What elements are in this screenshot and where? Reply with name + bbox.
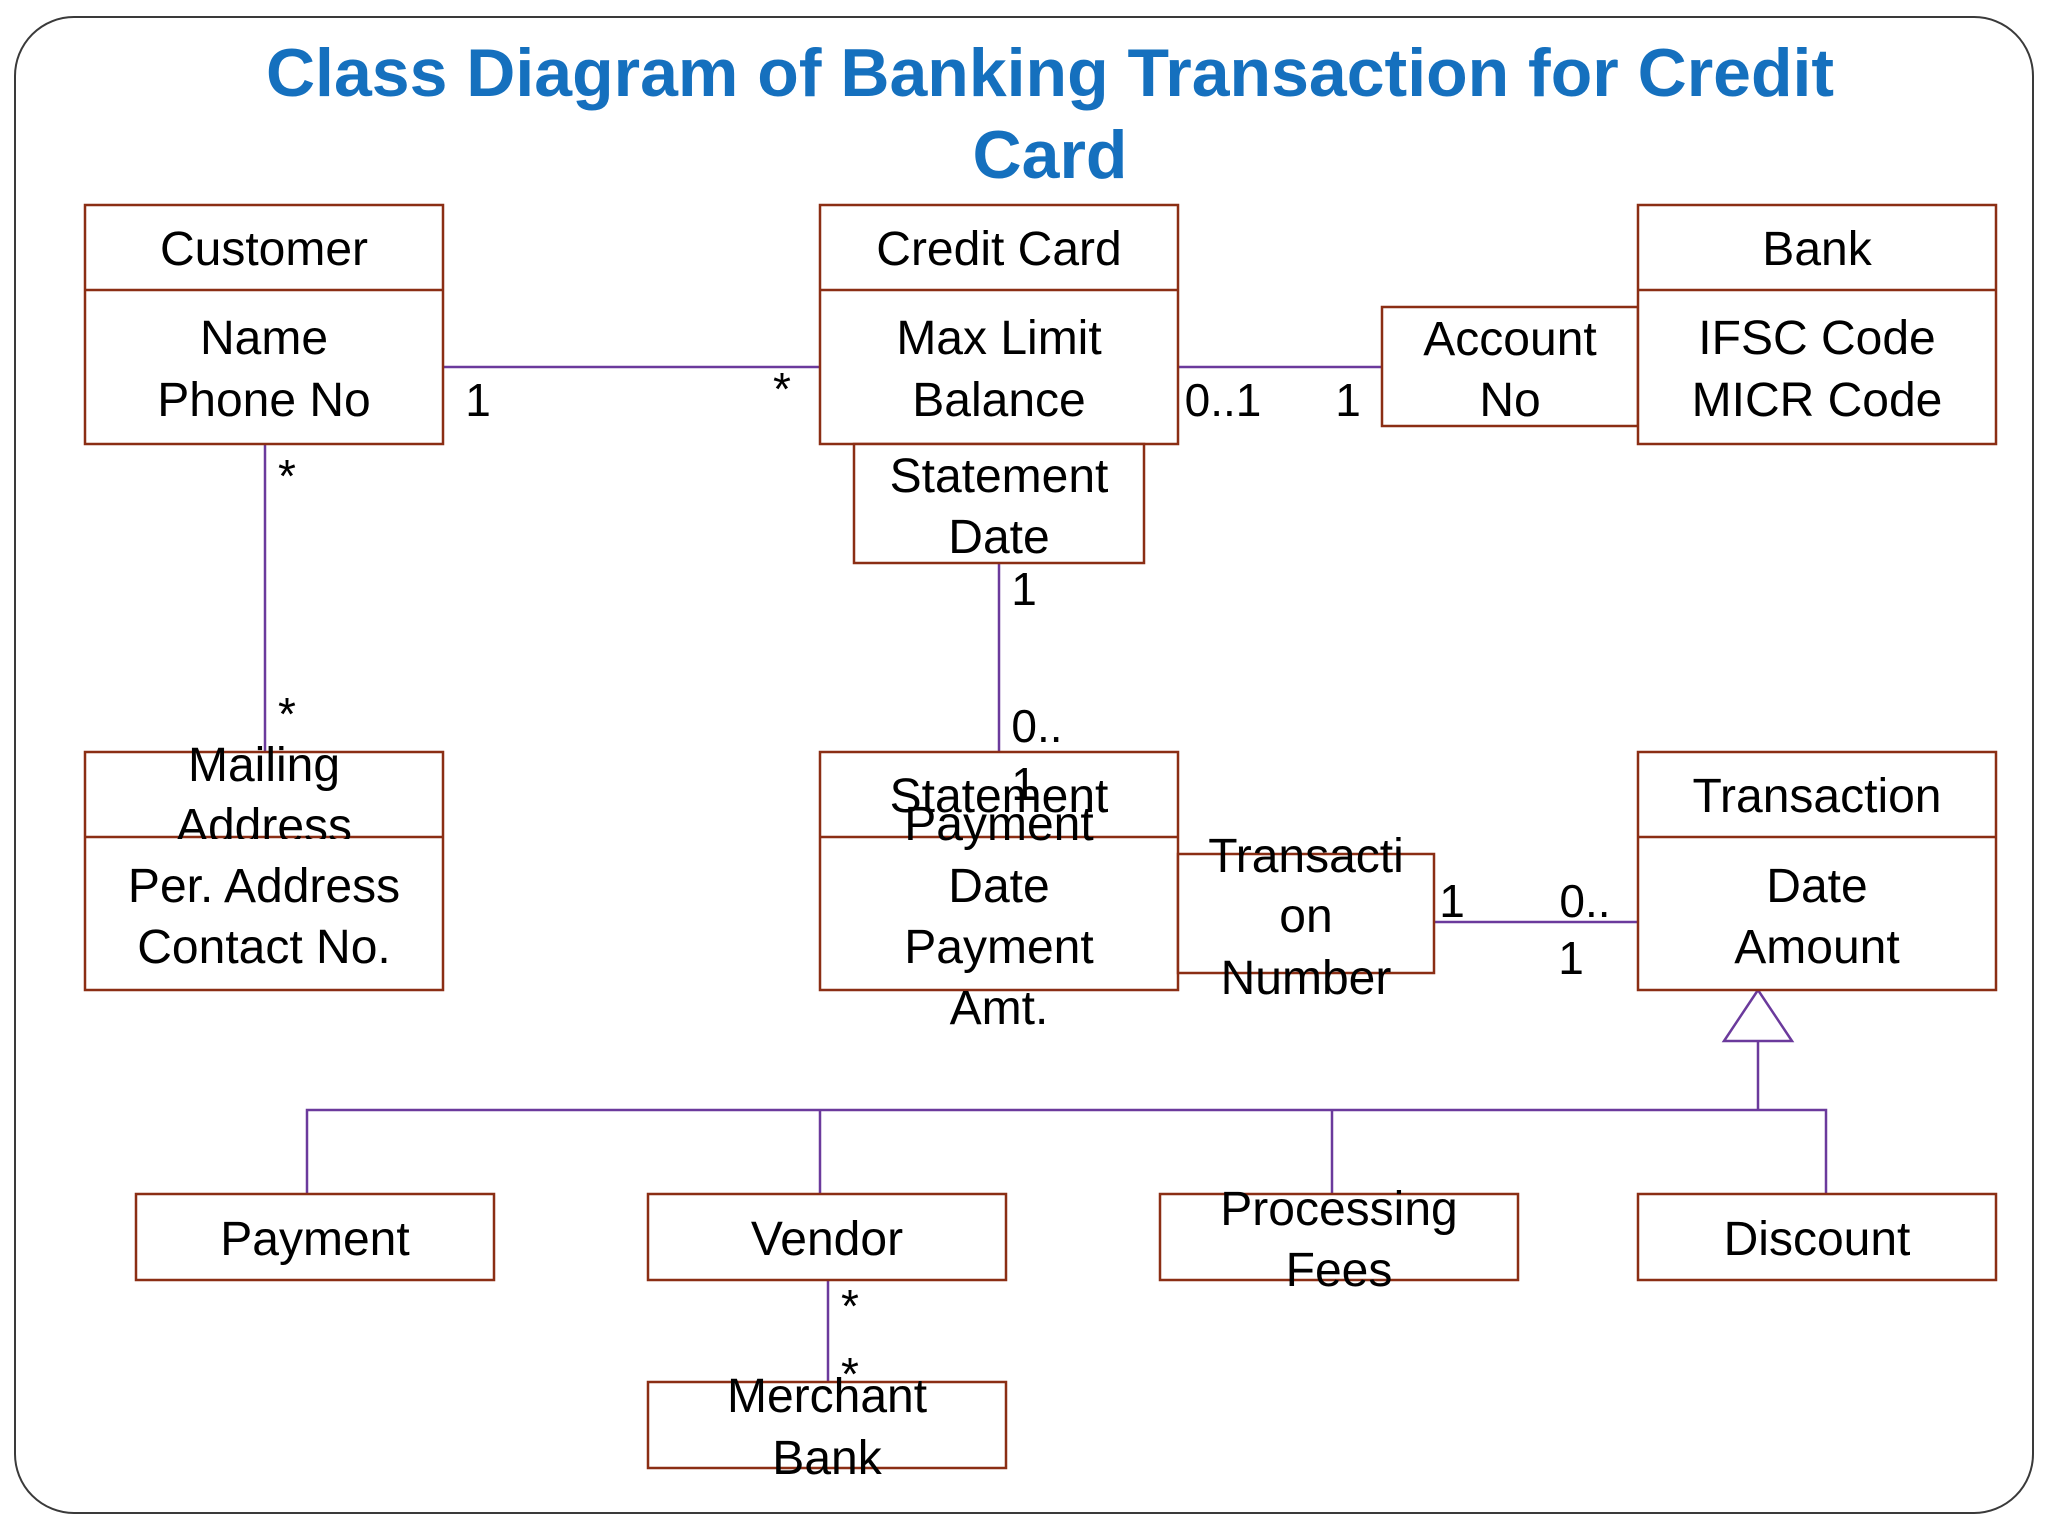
class-mailing-address[interactable]: Mailing Address Per. Address Contact No.	[83, 739, 445, 992]
class-name: Merchant	[727, 1370, 927, 1423]
class-name: Transaction	[1693, 770, 1942, 823]
multiplicity-label: 0..1	[1185, 374, 1262, 426]
qualifier-line: Statement	[890, 450, 1109, 503]
multiplicity-label: *	[773, 363, 791, 415]
class-merchant-bank[interactable]: Merchant Bank	[646, 1370, 1008, 1485]
qualifier-line: on	[1279, 890, 1332, 943]
class-name: Processing	[1220, 1183, 1457, 1236]
qualifier-line: No	[1479, 374, 1540, 427]
multiplicity-label: *	[841, 1348, 859, 1400]
attribute: Balance	[912, 374, 1085, 427]
class-name: Credit Card	[876, 223, 1121, 276]
qualifier-line: Account	[1423, 313, 1596, 366]
class-name: Customer	[160, 223, 368, 276]
multiplicity-label: 1	[1011, 758, 1037, 810]
class-payment[interactable]: Payment	[134, 1192, 496, 1282]
page-title: Class Diagram of Banking Transaction for…	[150, 32, 1950, 196]
attribute: IFSC Code	[1698, 312, 1935, 365]
multiplicity-label: 1	[1439, 875, 1465, 927]
qualifier-account-no[interactable]: Account No	[1380, 305, 1640, 428]
generalization-bus	[305, 1108, 1828, 1194]
class-discount[interactable]: Discount	[1636, 1192, 1998, 1282]
attribute: MICR Code	[1692, 374, 1943, 427]
class-name: Fees	[1286, 1244, 1393, 1297]
attribute: Amt.	[950, 982, 1049, 1035]
qualifier-statement-date[interactable]: Statement Date	[852, 442, 1146, 565]
qualifier-line: Transacti	[1208, 830, 1404, 883]
attribute: Payment	[904, 921, 1093, 974]
qualifier-transaction-number[interactable]: Transacti on Number	[1176, 830, 1436, 1005]
multiplicity-label: *	[841, 1280, 859, 1332]
class-name: Mailing	[188, 739, 340, 792]
qualifier-line: Number	[1221, 952, 1392, 1005]
multiplicity-label: 1	[1011, 563, 1037, 615]
multiplicity-label: 0..	[1559, 875, 1610, 927]
multiplicity-label: 1	[465, 374, 491, 426]
attribute: Phone No	[157, 374, 371, 427]
class-vendor[interactable]: Vendor	[646, 1192, 1008, 1282]
class-name: Bank	[772, 1432, 882, 1485]
class-bank[interactable]: Bank IFSC Code MICR Code	[1636, 203, 1998, 446]
title-line-2: Card	[972, 117, 1128, 193]
multiplicity-label: *	[278, 450, 296, 502]
attribute: Contact No.	[137, 921, 390, 974]
qualifier-line: Date	[948, 511, 1049, 564]
class-name: Payment	[220, 1213, 409, 1266]
class-name: Discount	[1724, 1213, 1911, 1266]
multiplicity-label: 1	[1335, 374, 1361, 426]
attribute: Date	[1766, 860, 1867, 913]
multiplicity-label: 0..	[1011, 700, 1062, 752]
class-credit-card[interactable]: Credit Card Max Limit Balance	[818, 203, 1180, 446]
attribute: Per. Address	[128, 860, 400, 913]
class-name: Bank	[1762, 223, 1872, 276]
attribute: Max Limit	[896, 312, 1101, 365]
multiplicity-label: 1	[1558, 932, 1584, 984]
class-name: Statement	[890, 770, 1109, 823]
generalization-triangle-icon	[1721, 987, 1795, 1043]
attribute: Amount	[1734, 921, 1899, 974]
multiplicity-label: *	[278, 688, 296, 740]
class-transaction[interactable]: Transaction Date Amount	[1636, 750, 1998, 992]
class-customer[interactable]: Customer Name Phone No	[83, 203, 445, 446]
attribute: Date	[948, 860, 1049, 913]
overlapping-label: Payment	[904, 798, 1093, 851]
class-statement[interactable]: Statement Payment Date Payment Amt.	[818, 750, 1180, 1035]
class-name: Vendor	[751, 1213, 903, 1266]
class-processing-fees[interactable]: Processing Fees	[1158, 1183, 1520, 1297]
title-line-1: Class Diagram of Banking Transaction for…	[265, 35, 1835, 111]
attribute: Name	[200, 312, 328, 365]
